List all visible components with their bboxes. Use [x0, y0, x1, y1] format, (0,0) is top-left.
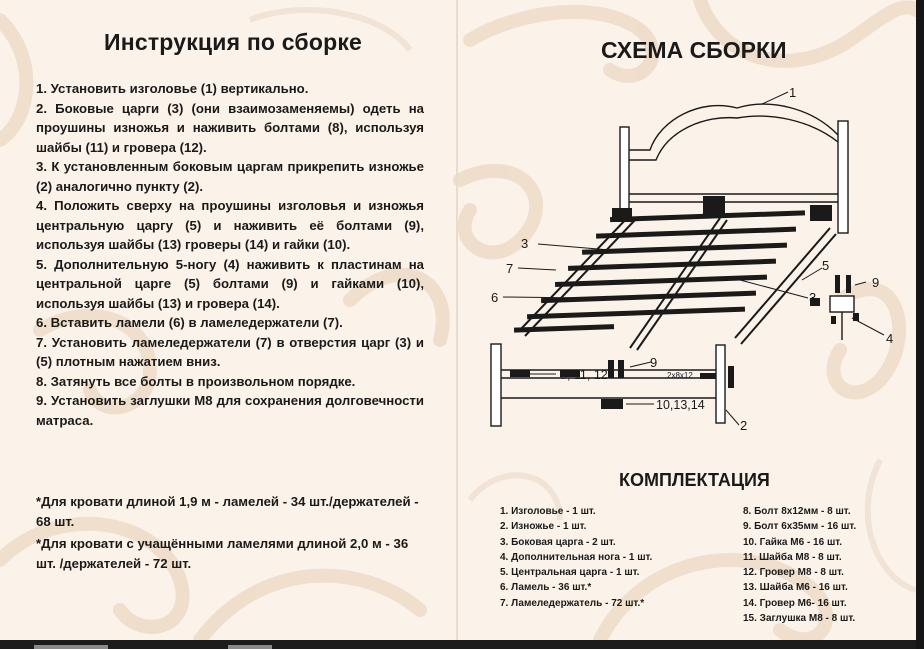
step-item: 9. Установить заглушки М8 для сохранения… — [36, 393, 424, 428]
viewer-bottom-bar — [0, 640, 916, 649]
kit-list-parts: 1. Изголовье - 1 шт. 2. Изножье - 1 шт. … — [500, 504, 652, 611]
step-item: 1. Установить изголовье (1) вертикально. — [36, 81, 309, 96]
kit-item: 15. Заглушка М8 - 8 шт. — [743, 613, 856, 625]
kit-item: 4. Дополнительная нога - 1 шт. — [500, 551, 653, 563]
kit-item: 7. Ламеледержатель - 72 шт.* — [500, 597, 645, 609]
label-nuts-10-13-14: 10,13,14 — [656, 398, 705, 412]
step-item: 7. Установить ламеледержатели (7) в отве… — [36, 334, 424, 370]
decorative-ornament — [0, 0, 916, 640]
kit-contents-title: КОМПЛЕКТАЦИЯ — [619, 470, 770, 490]
label-5: 5 — [822, 258, 829, 273]
step-item: 5. Дополнительную 5-ногу (4) наживить к … — [36, 256, 424, 311]
step-item: 6. Вставить ламели (6) в ламеледержатели… — [36, 315, 343, 330]
kit-item: 3. Боковая царга - 2 шт. — [500, 536, 616, 548]
label-6: 6 — [491, 290, 498, 305]
slats-drawing — [510, 196, 859, 409]
kit-list-hardware: 8. Болт 8х12мм - 8 шт. 9. Болт 6х35мм - … — [743, 504, 856, 626]
label-7: 7 — [506, 261, 513, 276]
kit-item: 1. Изголовье - 1 шт. — [500, 506, 596, 517]
kit-item: 13. Шайба М6 - 16 шт. — [743, 582, 848, 594]
assembly-instructions-title: Инструкция по сборке — [104, 29, 363, 55]
kit-item: 6. Ламель - 36 шт.* — [500, 582, 592, 594]
label-3b: 3 — [809, 290, 816, 305]
step-item: 8. Затянуть все болты в произвольном пор… — [36, 373, 356, 389]
step-item: 3. К установленным боковым царгам прикре… — [36, 159, 424, 194]
footnotes-list: *Для кровати длиной 1,9 м - ламелей - 34… — [36, 492, 428, 576]
kit-item: 2. Изножье - 1 шт. — [500, 521, 587, 533]
kit-item: 10. Гайка М6 - 16 шт. — [743, 536, 843, 548]
step-item: 2. Боковые царги (3) (они взаимозаменяем… — [36, 100, 424, 155]
footnote: *Для кровати длиной 1,9 м - ламелей - 34… — [36, 494, 419, 529]
kit-item: 8. Болт 8х12мм - 8 шт. — [743, 506, 851, 517]
window-edge — [916, 0, 924, 649]
kit-item: 14. Гровер М6- 16 шт. — [743, 597, 847, 609]
assembly-steps-list: 1. Установить изголовье (1) вертикально.… — [36, 79, 424, 430]
footnote: *Для кровати с учащёнными ламелями длино… — [36, 536, 409, 571]
label-size: 2x8x12 — [667, 371, 693, 380]
kit-item: 11. Шайба М8 - 8 шт. — [743, 551, 842, 563]
label-9b: 9 — [872, 275, 879, 290]
label-4: 4 — [886, 331, 893, 346]
kit-item: 5. Центральная царга - 1 шт. — [500, 567, 640, 579]
assembly-scheme-title: СХЕМА СБОРКИ — [601, 37, 787, 63]
label-9a: 9 — [650, 355, 657, 370]
label-2: 2 — [740, 418, 747, 433]
step-item: 4. Положить сверху на проушины изголовья… — [36, 198, 424, 252]
label-3a: 3 — [521, 236, 528, 251]
footboard-drawing — [490, 343, 726, 427]
headboard-drawing — [619, 103, 849, 234]
label-bolts-8-11-12: 8, 11, 12 — [560, 368, 608, 382]
bed-assembly-diagram: 1 2 3 3 4 5 6 7 9 9 8, 11, 12 2x8x12 10,… — [490, 85, 893, 433]
kit-item: 9. Болт 6х35мм - 16 шт. — [743, 521, 857, 533]
instruction-sheet: Инструкция по сборке 1. Установить изгол… — [0, 0, 916, 640]
kit-item: 12. Гровер М8 - 8 шт. — [743, 567, 844, 579]
page-fold — [456, 0, 458, 640]
label-1: 1 — [789, 85, 796, 100]
